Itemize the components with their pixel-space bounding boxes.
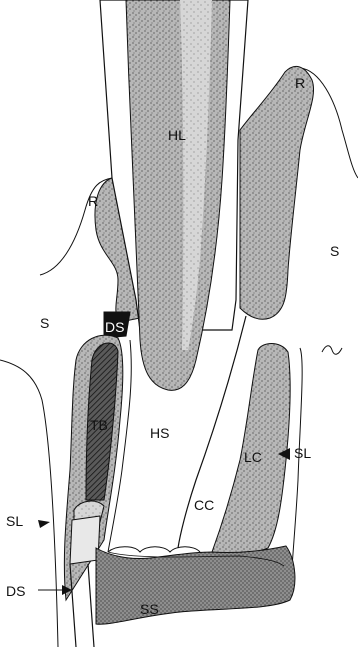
label-tb: TB <box>90 417 108 433</box>
label-ds-bottom: DS <box>6 583 25 599</box>
label-lc: LC <box>244 449 262 465</box>
bottom-base <box>96 546 295 624</box>
label-s-right: S <box>330 243 339 259</box>
label-sl-left: SL <box>6 513 23 529</box>
left-lower-contour <box>0 360 58 647</box>
label-ss: SS <box>140 601 159 617</box>
label-sl-right: SL <box>294 445 311 461</box>
label-ds-top: DS <box>105 319 124 335</box>
label-r-top: R <box>295 75 305 91</box>
right-tissue-region <box>240 66 314 319</box>
label-r-left: R <box>88 193 98 209</box>
sl-left-arrow <box>38 520 50 528</box>
lower-lobes <box>108 547 200 552</box>
label-cc: CC <box>194 497 214 513</box>
label-hs: HS <box>150 425 169 441</box>
label-s-left: S <box>40 315 49 331</box>
label-hl: HL <box>168 127 186 143</box>
wavy-edge <box>322 346 342 355</box>
inner-core <box>126 0 230 390</box>
